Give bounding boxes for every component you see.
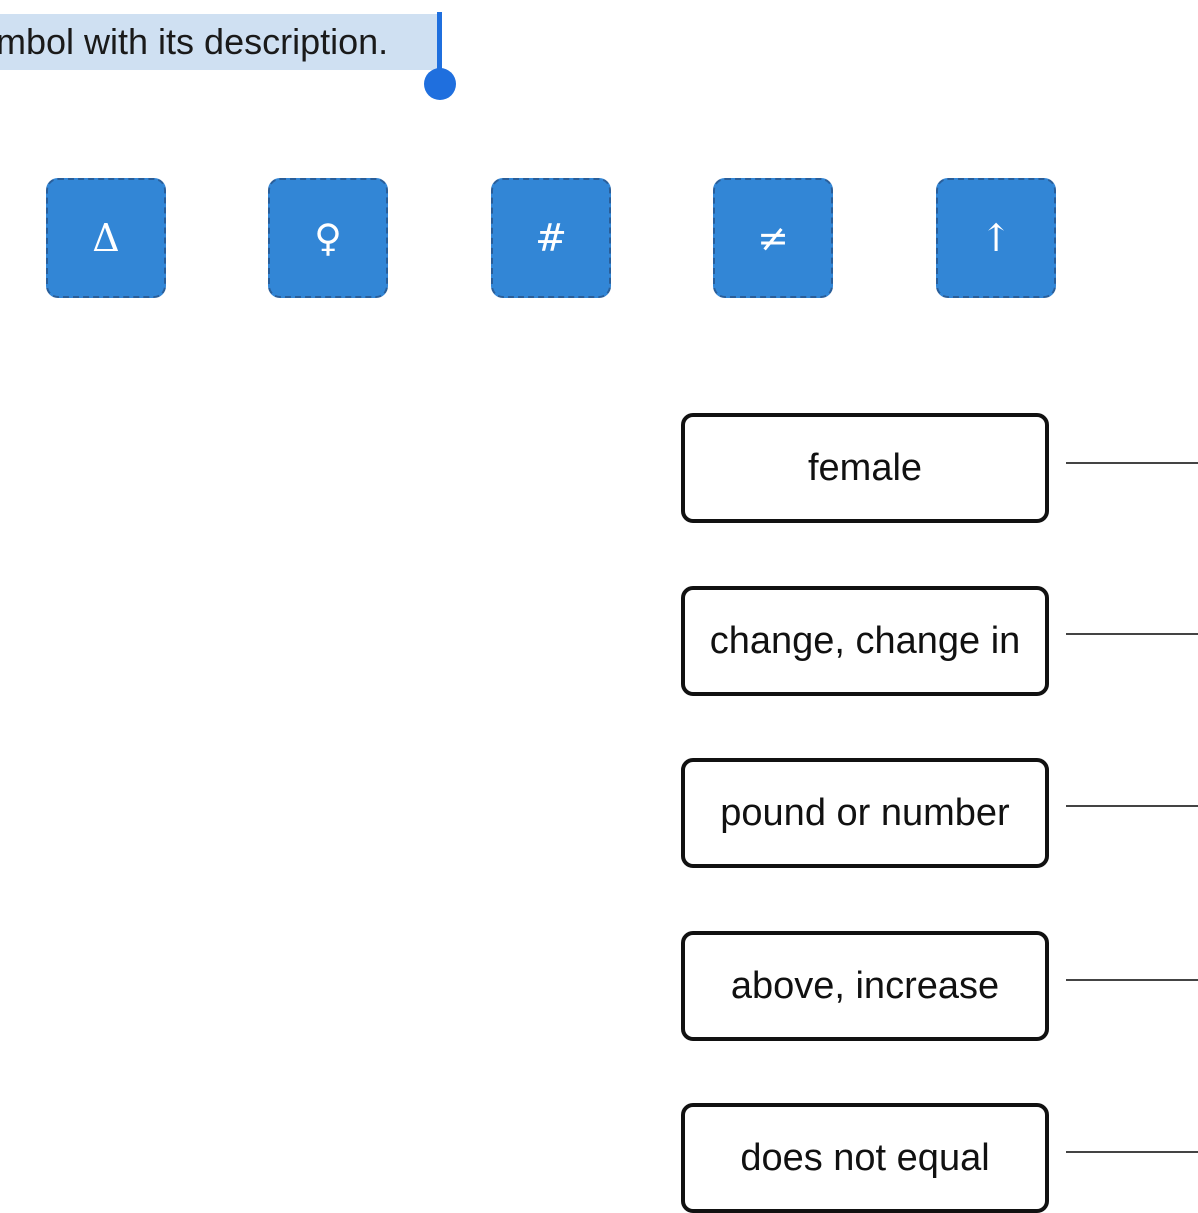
description-box-female[interactable]: female — [681, 413, 1049, 523]
instruction-label: mbol with its description. — [0, 21, 389, 62]
not-equal-icon: ≠ — [757, 216, 789, 260]
symbol-tile-up-arrow[interactable]: ↑ — [936, 178, 1056, 298]
description-box-change[interactable]: change, change in — [681, 586, 1049, 696]
connector-line — [1066, 979, 1198, 981]
description-label: does not equal — [740, 1136, 990, 1179]
description-box-pound[interactable]: pound or number — [681, 758, 1049, 868]
connector-line — [1066, 805, 1198, 807]
description-label: above, increase — [730, 964, 1000, 1007]
description-label: change, change in — [709, 619, 1021, 662]
symbol-tile-hash[interactable]: # — [491, 178, 611, 298]
female-symbol-icon: ♀ — [314, 216, 342, 260]
symbol-tile-not-equal[interactable]: ≠ — [713, 178, 833, 298]
selection-handle[interactable] — [424, 68, 456, 100]
text-selection-caret[interactable] — [437, 12, 442, 74]
up-arrow-icon: ↑ — [980, 216, 1012, 260]
description-box-not-equal[interactable]: does not equal — [681, 1103, 1049, 1213]
description-box-above[interactable]: above, increase — [681, 931, 1049, 1041]
hash-icon: # — [535, 216, 567, 260]
description-label: pound or number — [720, 791, 1010, 834]
description-label: female — [807, 446, 923, 489]
delta-icon: Δ — [92, 216, 120, 260]
instruction-text: mbol with its description. — [0, 14, 440, 70]
symbol-tile-female[interactable]: ♀ — [268, 178, 388, 298]
connector-line — [1066, 1151, 1198, 1153]
connector-line — [1066, 462, 1198, 464]
connector-line — [1066, 633, 1198, 635]
symbol-tile-delta[interactable]: Δ — [46, 178, 166, 298]
